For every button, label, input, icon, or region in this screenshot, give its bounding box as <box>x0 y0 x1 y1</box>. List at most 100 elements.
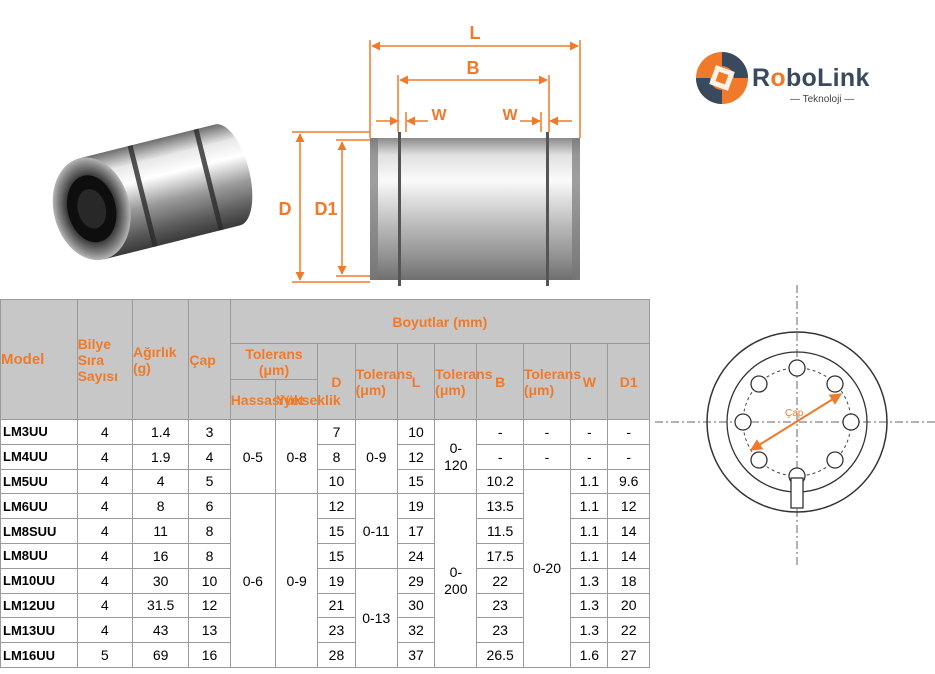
cell-agirlik: 31.5 <box>131 592 190 619</box>
header-cap: Çap <box>188 299 231 420</box>
cell-tol-B: - <box>522 419 572 445</box>
robolink-logo-icon <box>696 52 748 104</box>
cell-D: 15 <box>317 518 356 544</box>
cell-cap: 6 <box>188 493 231 520</box>
cell-tol-B: - <box>522 443 572 470</box>
cell-model: LM8SUU <box>0 518 78 544</box>
dim-D1-label: D1 <box>314 199 337 219</box>
cell-bilye: 4 <box>76 617 133 644</box>
cell-agirlik: 1.9 <box>131 443 190 470</box>
header-yukseklik: Yükseklik <box>275 379 341 420</box>
cross-section-drawing: Çap <box>655 285 935 565</box>
table-row: LM4UU 4 1.9 4 8 12 - - - - <box>0 443 650 470</box>
cell-cap: 10 <box>188 567 231 594</box>
cross-section-cap-label: Çap <box>785 408 804 419</box>
table-row: LM13UU 4 43 13 23 32 23 1.3 22 <box>0 617 650 644</box>
header-tol-B: Tolerans (μm) <box>522 343 581 420</box>
cell-D: 15 <box>317 542 356 569</box>
cell-D: 8 <box>317 443 356 470</box>
cell-W: 1.1 <box>570 518 609 544</box>
cell-D1: 9.6 <box>607 468 650 495</box>
cell-D: 12 <box>317 493 356 520</box>
cell-model: LM16UU <box>0 642 78 668</box>
table-row: LM3UU 4 1.4 3 0-5 0-8 7 0-9 10 0- 120 - … <box>0 418 650 495</box>
table-row: LM8UU 4 16 8 15 24 17.5 1.1 14 <box>0 542 650 569</box>
cell-D1: 20 <box>607 592 650 619</box>
table-row: LM6UU 4 8 6 0-6 0-9 12 0-11 19 0- 200 13… <box>0 493 650 668</box>
cell-tol-D-merged: 0-13 <box>354 567 398 668</box>
cell-L: 32 <box>396 617 436 644</box>
cell-bilye: 4 <box>76 567 133 594</box>
cell-agirlik: 43 <box>131 617 190 644</box>
table-row: LM10UU 4 30 10 19 0-13 29 22 1.3 18 <box>0 567 650 668</box>
cell-cap: 3 <box>188 419 231 445</box>
header-model: Model <box>0 299 78 420</box>
cell-model: LM10UU <box>0 567 78 594</box>
cell-B: 10.2 <box>476 468 524 495</box>
header-W: W <box>570 343 609 420</box>
cell-L: 19 <box>396 493 436 520</box>
cell-D1: 14 <box>607 542 650 569</box>
cell-model: LM13UU <box>0 617 78 644</box>
cell-B: 26.5 <box>476 642 524 668</box>
cell-yukseklik-merged: 0-8 <box>275 418 319 495</box>
cell-bilye: 4 <box>76 542 133 569</box>
cell-B: 23 <box>476 617 524 644</box>
logo-wordmark: RoboLink <box>752 64 870 93</box>
cell-D1: 22 <box>607 617 650 644</box>
header-agirlik: Ağırlık (g) <box>131 299 190 420</box>
dim-W-right-label: W <box>502 107 518 124</box>
cell-agirlik: 4 <box>131 468 190 495</box>
cell-bilye: 4 <box>76 518 133 544</box>
logo-letter-o: o <box>770 64 786 92</box>
cell-L: 30 <box>396 592 436 619</box>
cell-W: - <box>570 419 609 445</box>
cell-D: 21 <box>317 592 356 619</box>
cell-cap: 4 <box>188 443 231 470</box>
cell-W: 1.1 <box>570 468 609 495</box>
cell-cap: 8 <box>188 542 231 569</box>
cell-model: LM5UU <box>0 468 78 495</box>
cell-model: LM6UU <box>0 493 78 520</box>
table-row: LM8SUU 4 11 8 15 17 11.5 1.1 14 <box>0 518 650 544</box>
cell-B: 13.5 <box>476 493 524 520</box>
cell-L: 17 <box>396 518 436 544</box>
cell-W: 1.3 <box>570 567 609 594</box>
cell-L: 12 <box>396 443 436 470</box>
cell-tol-L-merged: 0- 200 <box>434 493 478 668</box>
dim-B-label: B <box>467 58 480 78</box>
header-D: D <box>317 343 356 420</box>
header-L: L <box>396 343 436 420</box>
cell-yukseklik-merged: 0-9 <box>275 493 319 668</box>
cell-bilye: 4 <box>76 419 133 445</box>
cell-model: LM8UU <box>0 542 78 569</box>
cell-D1: - <box>607 419 650 445</box>
table-row: LM16UU 5 69 16 28 37 26.5 1.6 27 <box>0 642 650 668</box>
cell-agirlik: 8 <box>131 493 190 520</box>
cell-cap: 12 <box>188 592 231 619</box>
cell-L: 24 <box>396 542 436 569</box>
cell-agirlik: 69 <box>131 642 190 668</box>
table-row: LM12UU 4 31.5 12 21 30 23 1.3 20 <box>0 592 650 619</box>
cell-L: 37 <box>396 642 436 668</box>
cell-D1: - <box>607 443 650 470</box>
dim-W-left-label: W <box>431 107 447 124</box>
cell-D: 10 <box>317 468 356 495</box>
header-boyutlar: Boyutlar (mm) <box>229 299 651 344</box>
dim-D-label: D <box>279 199 292 219</box>
cell-L: 29 <box>396 567 436 594</box>
cell-D: 7 <box>317 419 356 445</box>
cell-D: 28 <box>317 642 356 668</box>
header-D1: D1 <box>607 343 650 420</box>
cell-tol-L-merged: 0- 120 <box>434 418 478 495</box>
cell-hassasiyet-merged: 0-5 <box>229 418 277 495</box>
cell-W: 1.3 <box>570 592 609 619</box>
cell-model: LM12UU <box>0 592 78 619</box>
cell-bilye: 5 <box>76 642 133 668</box>
cell-D1: 27 <box>607 642 650 668</box>
cell-B: - <box>476 419 524 445</box>
cell-agirlik: 1.4 <box>131 419 190 445</box>
header-bilye: Bilye Sıra Sayısı <box>76 299 133 420</box>
cell-model: LM3UU <box>0 419 78 445</box>
cell-bilye: 4 <box>76 443 133 470</box>
